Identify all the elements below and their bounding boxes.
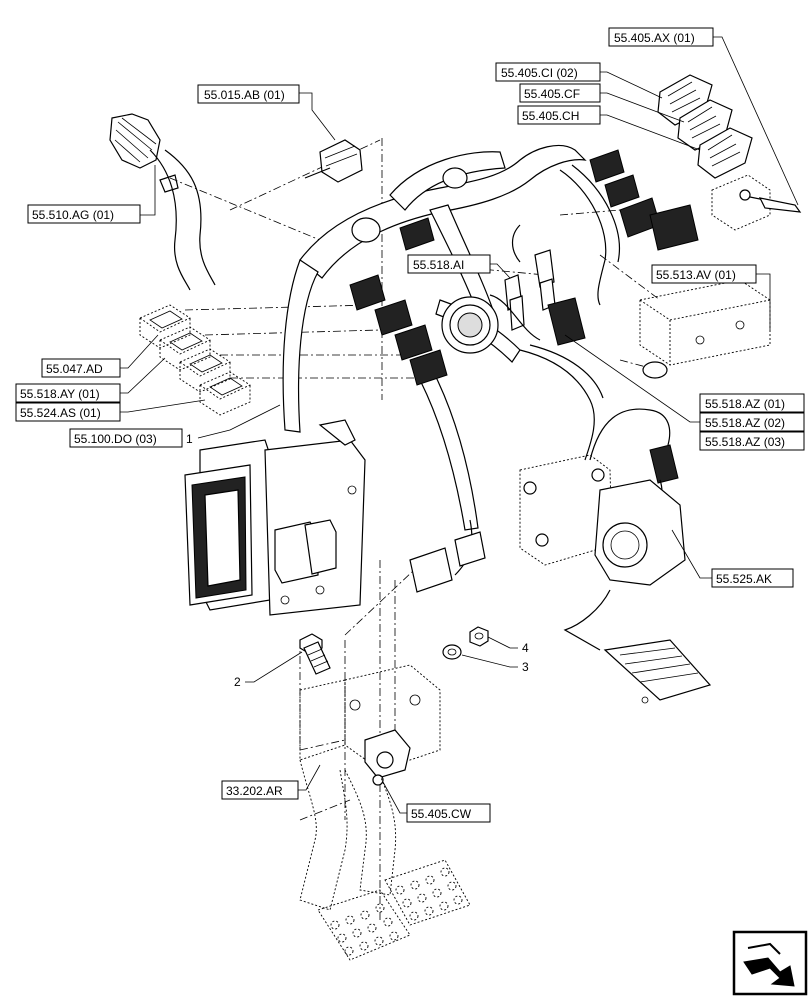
callout-055518az-02: 55.518.AZ (02)	[699, 412, 805, 432]
pedal-pad-right-studs	[395, 867, 463, 921]
svg-text:55.513.AV (01): 55.513.AV (01)	[656, 268, 736, 282]
callout-055405cf: 55.405.CF	[519, 83, 601, 103]
callout-055100do: 55.100.DO (03)	[69, 428, 183, 448]
small-inline-connector	[304, 139, 363, 183]
callout-055525ak: 55.525.AK	[711, 568, 794, 588]
svg-text:55.518.AY (01): 55.518.AY (01)	[20, 387, 100, 401]
callout-055513av: 55.513.AV (01)	[651, 264, 757, 284]
callout-055518az-03: 55.518.AZ (03)	[699, 431, 805, 451]
item-number-3: 3	[522, 660, 529, 674]
svg-text:55.405.CH: 55.405.CH	[522, 109, 579, 123]
callout-055047ad: 55.047.AD	[41, 358, 121, 378]
callout-055524as: 55.524.AS (01)	[15, 402, 121, 422]
callout-055518ai: 55.518.AI	[407, 254, 491, 274]
svg-text:55.015.AB (01): 55.015.AB (01)	[204, 88, 285, 102]
main-wiring-harness	[282, 145, 699, 593]
svg-text:55.047.AD: 55.047.AD	[46, 362, 103, 376]
rocker-switch-group	[139, 304, 251, 416]
callout-055405cw: 55.405.CW	[406, 803, 491, 823]
harness-connector-cluster	[349, 149, 699, 386]
item-number-4: 4	[522, 641, 529, 655]
callout-055015ab: 55.015.AB (01)	[197, 84, 300, 104]
svg-text:55.100.DO (03): 55.100.DO (03)	[74, 432, 157, 446]
item-number-1: 1	[186, 432, 193, 446]
svg-text:55.525.AK: 55.525.AK	[716, 572, 772, 586]
svg-text:55.405.CW: 55.405.CW	[411, 807, 472, 821]
svg-text:55.510.AG (01): 55.510.AG (01)	[32, 208, 114, 222]
joystick-ax	[711, 174, 802, 231]
washer-3	[442, 644, 462, 660]
round-grommet	[441, 296, 499, 354]
item-number-2: 2	[234, 675, 241, 689]
svg-text:55.518.AI: 55.518.AI	[413, 258, 464, 272]
callout-055510ag: 55.510.AG (01)	[27, 204, 141, 224]
callout-labels: 55.015.AB (01) 55.510.AG (01) 55.405.AX …	[15, 27, 805, 823]
item-numbers: 1 2 3 4	[186, 432, 529, 689]
corrugated-plug	[109, 113, 216, 291]
callout-033202ar: 33.202.AR	[221, 780, 299, 800]
rocker-switch-4	[199, 371, 251, 416]
svg-text:55.405.AX (01): 55.405.AX (01)	[614, 31, 695, 45]
callout-055518ay: 55.518.AY (01)	[15, 383, 121, 403]
switch-ch	[697, 127, 753, 179]
svg-text:55.405.CF: 55.405.CF	[524, 87, 580, 101]
rocker-switch-3	[179, 348, 231, 393]
callout-055405ax: 55.405.AX (01)	[608, 27, 714, 47]
svg-text:55.405.CI (02): 55.405.CI (02)	[501, 66, 578, 80]
leader-lines	[120, 36, 799, 814]
brake-pedal-assembly	[299, 664, 471, 961]
svg-text:55.524.AS (01): 55.524.AS (01)	[20, 406, 101, 420]
svg-text:55.518.AZ (02): 55.518.AZ (02)	[705, 416, 785, 430]
top-right-switches	[657, 74, 802, 231]
svg-text:55.518.AZ (03): 55.518.AZ (03)	[705, 435, 785, 449]
callout-055405ci: 55.405.CI (02)	[495, 62, 601, 82]
svg-text:33.202.AR: 33.202.AR	[226, 784, 283, 798]
pedal-pad-left-studs	[330, 903, 399, 956]
rocker-switch-2	[159, 326, 211, 371]
callout-055405ch: 55.405.CH	[517, 105, 601, 125]
next-page-arrow-icon[interactable]	[732, 930, 808, 996]
electronic-control-unit	[184, 419, 366, 616]
control-module-av	[639, 279, 771, 379]
accelerator-pedal	[519, 454, 712, 704]
bolt-2	[299, 633, 331, 675]
nut-4	[469, 626, 489, 647]
svg-text:55.518.AZ (01): 55.518.AZ (01)	[705, 397, 785, 411]
rocker-switch-1	[139, 304, 191, 349]
callout-055518az-01: 55.518.AZ (01)	[699, 393, 805, 413]
hardware-bolt-washer-nut	[299, 626, 489, 675]
